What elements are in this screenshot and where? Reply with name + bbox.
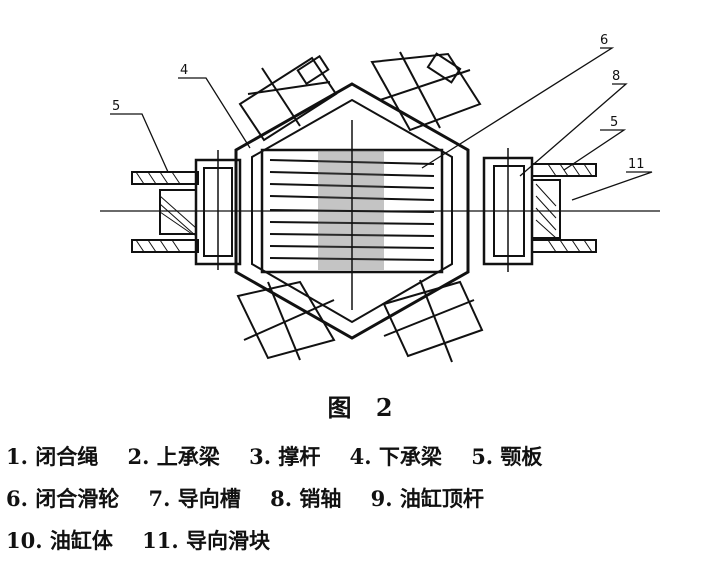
legend-item: 3. 撑杆 — [249, 444, 321, 469]
strut-top-left — [238, 54, 338, 142]
callout-5-left: 5 — [112, 99, 120, 114]
callout-6: 6 — [600, 33, 608, 48]
mechanism-diagram: 4 5 6 8 5 11 — [100, 33, 660, 363]
legend-item: 10. 油缸体 — [6, 528, 113, 553]
strut-top-right — [370, 51, 482, 132]
callout-8: 8 — [612, 69, 620, 84]
legend-item: 8. 销轴 — [270, 486, 342, 511]
legend-row-2: 6. 闭合滑轮 7. 导向槽 8. 销轴 9. 油缸顶杆 — [6, 478, 722, 520]
plate-stack — [260, 148, 444, 274]
legend-item: 11. 导向滑块 — [142, 528, 271, 553]
legend-item: 6. 闭合滑轮 — [6, 486, 120, 511]
legend: 1. 闭合绳 2. 上承梁 3. 撑杆 4. 下承梁 5. 颚板 6. 闭合滑轮… — [6, 436, 722, 562]
strut-bottom-left — [236, 280, 336, 361]
right-jaw-plate — [531, 163, 597, 253]
legend-item: 5. 颚板 — [471, 444, 543, 469]
legend-row-3: 10. 油缸体 11. 导向滑块 — [6, 520, 722, 562]
right-cylinder — [482, 148, 561, 272]
legend-row-1: 1. 闭合绳 2. 上承梁 3. 撑杆 4. 下承梁 5. 颚板 — [6, 436, 722, 478]
legend-item: 1. 闭合绳 — [6, 444, 99, 469]
callout-5-right: 5 — [610, 115, 618, 130]
callout-4: 4 — [180, 63, 188, 78]
callout-11: 11 — [628, 157, 645, 172]
legend-item: 9. 油缸顶杆 — [370, 486, 484, 511]
legend-item: 7. 导向槽 — [148, 486, 241, 511]
hexagon-outer — [234, 82, 470, 340]
legend-item: 2. 上承梁 — [127, 444, 220, 469]
figure-caption: 图 2 — [327, 393, 401, 422]
left-cylinder — [159, 150, 242, 270]
legend-item: 4. 下承梁 — [349, 444, 442, 469]
diagram-svg: 4 5 6 8 5 11 — [100, 33, 660, 363]
leader-lines — [110, 47, 653, 201]
left-jaw-plate — [131, 171, 199, 253]
hexagon-inner — [251, 98, 453, 324]
strut-bottom-right — [382, 279, 484, 363]
